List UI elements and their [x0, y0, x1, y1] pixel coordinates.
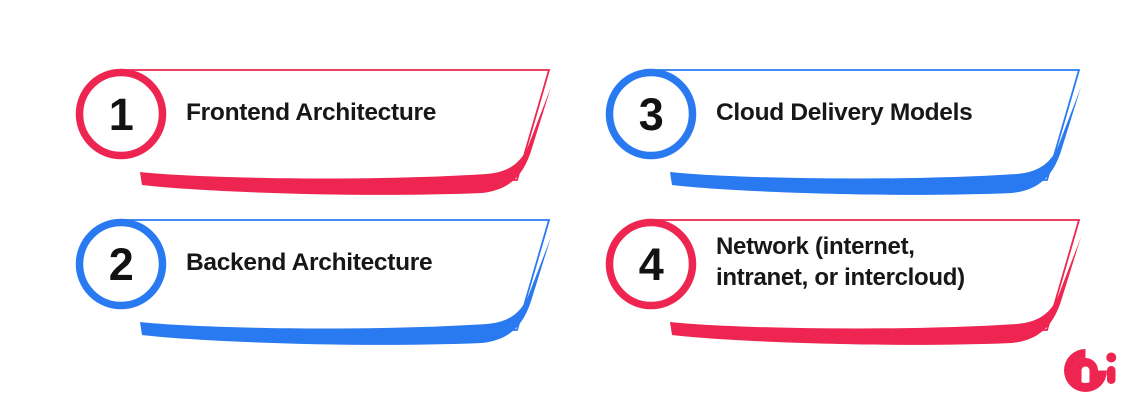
list-item[interactable]: 1 Frontend Architecture — [62, 52, 582, 202]
item-number: 1 — [108, 88, 134, 140]
item-label: Network (internet, intranet, or interclo… — [716, 202, 1036, 324]
list-item[interactable]: 4 Network (internet, intranet, or interc… — [592, 202, 1112, 352]
mi-logo-icon — [1064, 349, 1117, 392]
banner-swoosh-fill — [670, 87, 1081, 195]
number-circle-ring — [75, 218, 167, 310]
logo-m-mark — [1073, 358, 1098, 384]
banner-shape-4 — [605, 218, 1081, 345]
item-number: 4 — [638, 238, 664, 290]
item-label: Backend Architecture — [186, 249, 433, 277]
number-circle-ring — [605, 68, 697, 160]
list-item[interactable]: 2 Backend Architecture — [62, 202, 582, 352]
banner-shape-2 — [75, 218, 551, 345]
logo-i-dot — [1106, 352, 1117, 363]
list-item[interactable]: 3 Cloud Delivery Models — [592, 52, 1112, 202]
banner-shape-1 — [75, 68, 551, 195]
number-circle-ring — [75, 68, 167, 160]
logo-i-stem — [1107, 366, 1116, 384]
item-label: Frontend Architecture — [186, 99, 437, 127]
banner-swoosh-fill — [140, 237, 551, 345]
logo-ring — [1064, 349, 1107, 392]
item-label: Cloud Delivery Models — [716, 99, 973, 127]
banner-swoosh-fill — [140, 87, 551, 195]
item-label-line-1: Network (internet, — [716, 233, 915, 261]
banner-shape-3 — [605, 68, 1081, 195]
item-number: 2 — [108, 238, 134, 290]
mi-logo — [1062, 346, 1120, 398]
item-label-line-2: intranet, or intercloud) — [716, 264, 965, 291]
item-number: 3 — [638, 88, 664, 140]
banner-swoosh-fill — [670, 237, 1081, 345]
number-circle-ring — [605, 218, 697, 310]
